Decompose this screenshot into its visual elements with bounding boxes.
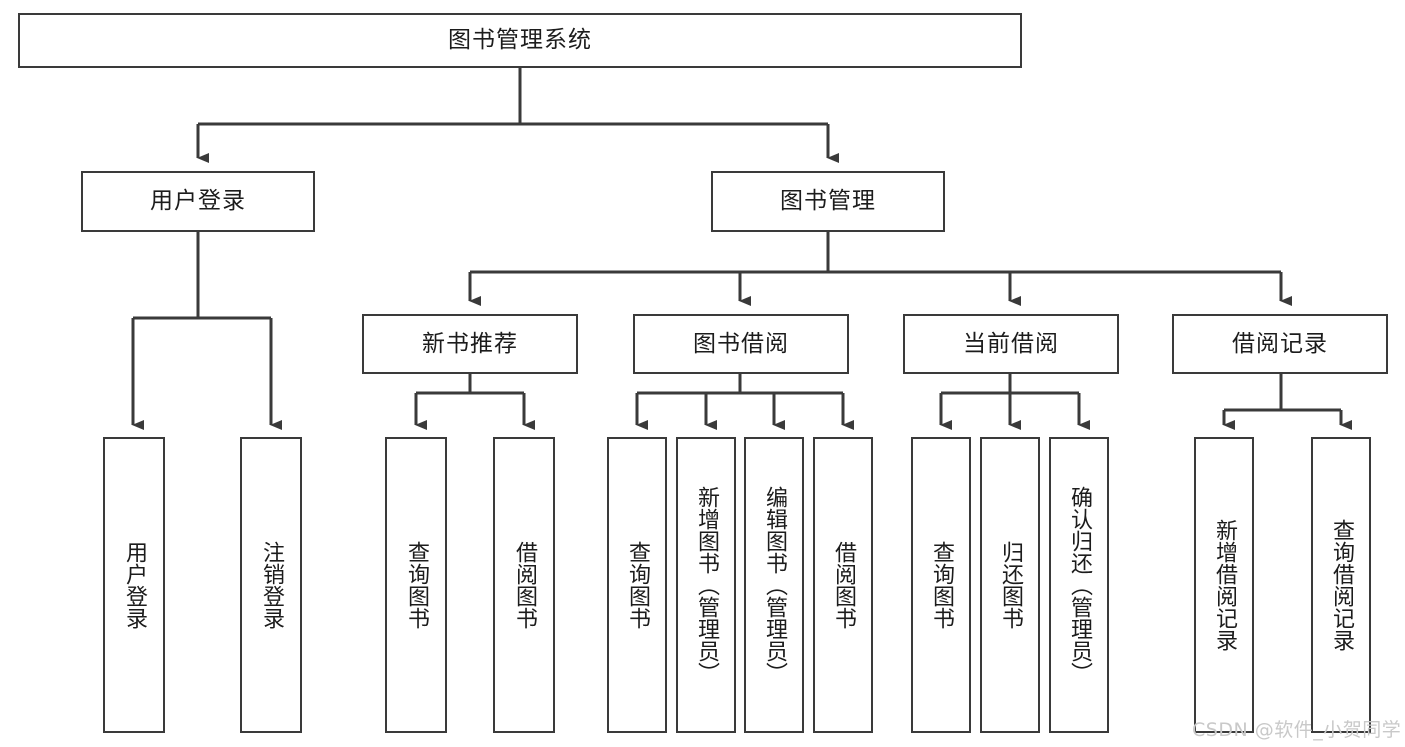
node-label: 新增借阅记录 <box>1211 519 1237 651</box>
leaf-new-book-query[interactable]: 查询图书 <box>385 437 447 733</box>
node-label: 图书管理 <box>780 188 876 214</box>
leaf-book-borrow-add-admin[interactable]: 新增图书（管理员） <box>676 437 736 733</box>
leaf-new-book-borrow[interactable]: 借阅图书 <box>493 437 555 733</box>
node-label: 查询借阅记录 <box>1328 519 1354 651</box>
leaf-current-borrow-return[interactable]: 归还图书 <box>980 437 1040 733</box>
node-label: 借阅记录 <box>1232 330 1328 357</box>
node-label: 当前借阅 <box>963 330 1059 357</box>
node-label: 借阅图书 <box>830 541 856 629</box>
leaf-current-borrow-query[interactable]: 查询图书 <box>911 437 971 733</box>
leaf-current-borrow-confirm-admin[interactable]: 确认归还（管理员） <box>1049 437 1109 733</box>
node-book-borrow[interactable]: 图书借阅 <box>633 314 849 374</box>
node-label: 图书借阅 <box>693 330 789 357</box>
node-label: 查询图书 <box>403 541 429 629</box>
leaf-borrow-record-query[interactable]: 查询借阅记录 <box>1311 437 1371 733</box>
node-label: 用户登录 <box>121 541 147 629</box>
node-label: 用户登录 <box>150 188 246 214</box>
node-new-book-recommend[interactable]: 新书推荐 <box>362 314 578 374</box>
node-current-borrow[interactable]: 当前借阅 <box>903 314 1119 374</box>
node-book-management[interactable]: 图书管理 <box>711 171 945 232</box>
node-label: 归还图书 <box>997 541 1023 629</box>
leaf-book-borrow-borrow[interactable]: 借阅图书 <box>813 437 873 733</box>
node-user-login[interactable]: 用户登录 <box>81 171 315 232</box>
node-label: 查询图书 <box>928 541 954 629</box>
node-label: 查询图书 <box>624 541 650 629</box>
node-label: 新书推荐 <box>422 330 518 357</box>
node-label: 借阅图书 <box>511 541 537 629</box>
leaf-user-login-login[interactable]: 用户登录 <box>103 437 165 733</box>
node-label: 注销登录 <box>258 541 284 629</box>
leaf-book-borrow-edit-admin[interactable]: 编辑图书（管理员） <box>744 437 804 733</box>
node-root-book-management-system[interactable]: 图书管理系统 <box>18 13 1022 68</box>
node-label: 新增图书（管理员） <box>693 486 719 684</box>
node-borrow-record[interactable]: 借阅记录 <box>1172 314 1388 374</box>
node-label: 编辑图书（管理员） <box>761 486 787 684</box>
leaf-book-borrow-query[interactable]: 查询图书 <box>607 437 667 733</box>
csdn-watermark: CSDN @软件_小贺同学 <box>1192 719 1402 741</box>
leaf-borrow-record-add[interactable]: 新增借阅记录 <box>1194 437 1254 733</box>
node-label: 图书管理系统 <box>448 27 592 53</box>
node-label: 确认归还（管理员） <box>1066 486 1092 684</box>
leaf-user-login-logout[interactable]: 注销登录 <box>240 437 302 733</box>
